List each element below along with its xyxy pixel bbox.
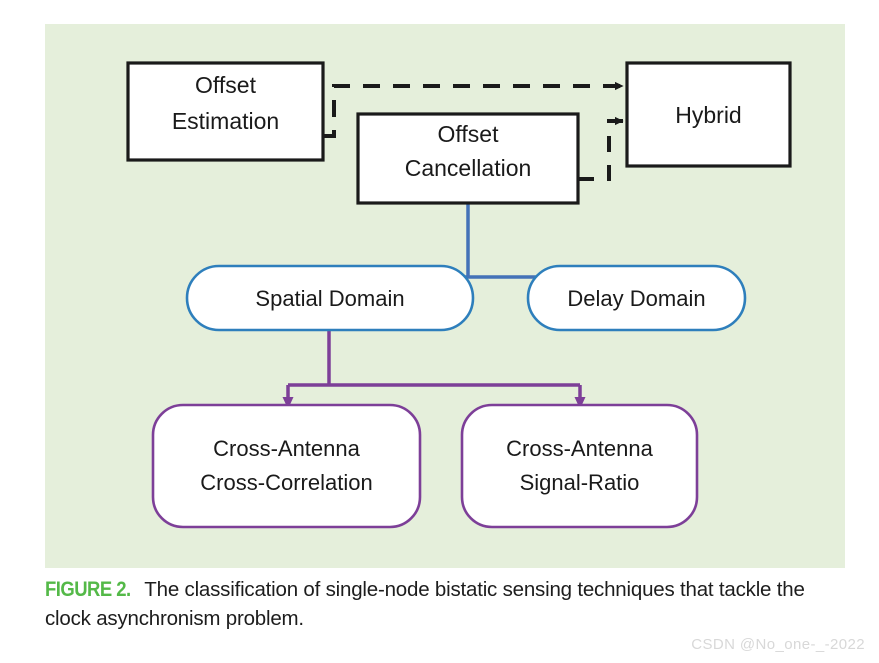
edge-to-signal-ratio-arrow [574,397,586,409]
node-cross-correlation-line1: Cross-Antenna [213,436,361,461]
flowchart-svg: Offset Estimation Offset Cancellation Hy… [126,61,792,529]
diagram-panel: Offset Estimation Offset Cancellation Hy… [45,24,845,568]
edge-spatial-domain-to-children [286,330,582,399]
edge-offset-estimation-to-hybrid [323,81,624,138]
node-offset-cancellation-line1: Offset [438,121,500,147]
csdn-watermark: CSDN @No_one-_-2022 [691,636,865,653]
edge-to-cross-correlation-arrow [282,397,294,409]
node-hybrid[interactable]: Hybrid [625,61,792,168]
figure-number-label: FIGURE 2. [45,578,131,601]
node-delay-domain-label: Delay Domain [567,286,705,311]
figure-caption-text: The classification of single-node bistat… [45,578,805,630]
edge-offset-cancellation-to-hybrid [578,116,624,181]
node-spatial-domain-label: Spatial Domain [255,286,404,311]
node-signal-ratio-line2: Signal-Ratio [520,470,640,495]
node-offset-cancellation-line2: Cancellation [405,155,532,181]
node-offset-estimation-line1: Offset [195,72,257,98]
node-hybrid-label: Hybrid [675,102,741,128]
node-spatial-domain[interactable]: Spatial Domain [185,264,475,332]
figure-caption: FIGURE 2.The classification of single-no… [45,575,855,633]
node-offset-estimation-line2: Estimation [172,108,279,134]
node-cross-antenna-cross-correlation[interactable]: Cross-Antenna Cross-Correlation [151,403,422,529]
node-cross-antenna-signal-ratio[interactable]: Cross-Antenna Signal-Ratio [460,403,699,529]
node-offset-cancellation[interactable]: Offset Cancellation [356,112,580,205]
node-offset-estimation[interactable]: Offset Estimation [126,61,325,162]
node-signal-ratio-line1: Cross-Antenna [506,436,654,461]
node-delay-domain[interactable]: Delay Domain [526,264,747,332]
node-cross-correlation-line2: Cross-Correlation [200,470,372,495]
